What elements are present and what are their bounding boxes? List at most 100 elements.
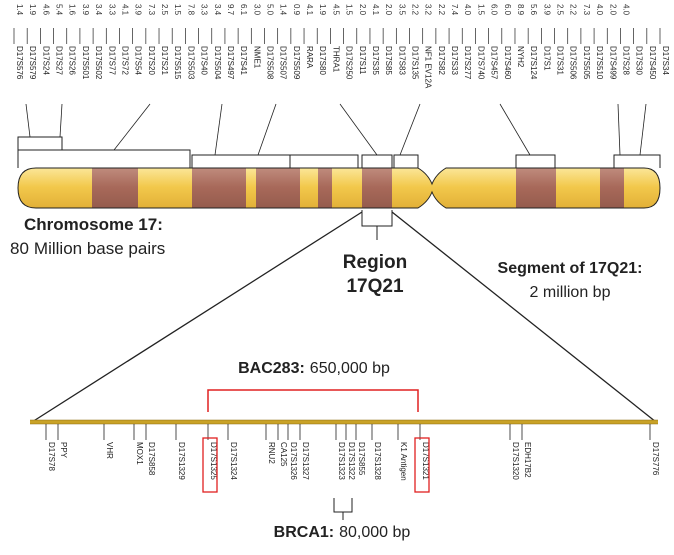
segment-marker: MOX1 — [133, 424, 144, 465]
segment-size: 2 million bp — [530, 284, 611, 301]
marker-name-label: D17S579 — [28, 46, 37, 80]
marker-distance-label: 3.2 — [424, 4, 433, 16]
marker-distance-label: 1.9 — [318, 4, 327, 16]
marker-name-label: D17S501 — [81, 46, 90, 80]
marker-connector — [339, 103, 378, 156]
chromosome-17-ideogram — [17, 167, 661, 209]
marker-name-label: D17S34 — [661, 46, 670, 75]
marker-distance-label: 3.9 — [134, 4, 143, 16]
marker-name-label: D17S509 — [292, 46, 301, 80]
marker-name-label: D17S72 — [120, 46, 129, 75]
marker-name-label: D17S40 — [200, 46, 209, 75]
marker-name-label: D17S503 — [186, 46, 195, 80]
segment-title: Segment of 17Q21: — [498, 260, 643, 277]
marker-name-label: D17S11 — [358, 46, 367, 75]
marker-distance-label: 0.9 — [292, 4, 301, 16]
marker-distance-label: 6.0 — [503, 4, 512, 16]
marker-name-label: D17S21 — [160, 46, 169, 75]
marker-distance-label: 2.0 — [384, 4, 393, 16]
region-title-line2: 17Q21 — [346, 276, 403, 297]
marker-distance-label: 3.5 — [397, 4, 406, 16]
bracket-q-arm-mid — [515, 154, 556, 168]
marker-name-label: D17S83 — [397, 46, 406, 75]
marker-name-label: D17S33 — [450, 46, 459, 75]
top-marker-list: 1.4D17S5761.9D17S5794.6D17S245.4D17S271.… — [13, 4, 670, 156]
marker-distance-label: 5.0 — [265, 4, 274, 16]
band-dark — [192, 168, 246, 208]
segment-marker: D17S1325 — [202, 424, 218, 493]
segment-marker-label: VHR — [105, 442, 114, 459]
marker-distance-label: 3.9 — [542, 4, 551, 16]
marker-name-label: D17S26 — [68, 46, 77, 75]
segment-marker: D17S1323 — [335, 424, 346, 480]
chromosome-band-brackets — [17, 136, 661, 168]
segment-marker: CA125 — [277, 424, 288, 467]
marker-distance-label: 1.4 — [15, 4, 24, 16]
marker-distance-label: 7.4 — [450, 4, 459, 16]
segment-marker-label: D17S1329 — [177, 442, 186, 480]
brca1-label: BRCA1:80,000 bp — [274, 524, 411, 541]
marker-distance-label: 2.2 — [411, 4, 420, 16]
segment-marker-label: PPY — [59, 442, 68, 459]
segment-marker-label: D17S1325 — [209, 442, 218, 480]
segment-marker-label: D17S1326 — [289, 442, 298, 480]
marker-name-label: D17S30 — [635, 46, 644, 75]
marker-distance-label: 5.6 — [529, 4, 538, 16]
marker-distance-label: 4.0 — [595, 4, 604, 16]
segment-marker: D17S1322 — [345, 424, 356, 480]
marker-name-label: D17S31 — [556, 46, 565, 75]
band-dark — [256, 168, 300, 208]
marker-name-label: D17S504 — [213, 46, 222, 80]
marker-connector — [399, 103, 421, 156]
marker-name-label: D17S457 — [490, 46, 499, 80]
marker-connector — [113, 103, 151, 151]
highlight-box — [414, 437, 430, 493]
marker-connector — [617, 103, 621, 156]
marker-connector — [25, 103, 31, 138]
segment-marker: D17S78 — [45, 424, 56, 471]
marker-distance-label: 3.4 — [213, 4, 222, 16]
marker-name-label: RARA — [305, 46, 314, 69]
bracket-q-arm-end — [613, 154, 661, 168]
marker-distance-label: 6.1 — [239, 4, 248, 16]
segment-marker-label: RNU2 — [267, 442, 276, 464]
region-bracket — [361, 210, 393, 240]
marker-name-label: D17S515 — [173, 46, 182, 80]
bracket-centromere-left — [289, 154, 359, 168]
marker-distance-label: 7.8 — [186, 4, 195, 16]
marker-distance-label: 2.2 — [569, 4, 578, 16]
band-dark — [516, 168, 556, 208]
chromosome-title: Chromosome 17: — [24, 215, 163, 234]
segment-marker-label: D17S1322 — [347, 442, 356, 480]
marker-distance-label: 3.3 — [200, 4, 209, 16]
segment-marker-label: D17S1323 — [337, 442, 346, 480]
segment-marker-label: D17S858 — [147, 442, 156, 476]
bac-label: BAC283:650,000 bp — [238, 360, 390, 377]
brca1-bracket — [333, 498, 353, 513]
